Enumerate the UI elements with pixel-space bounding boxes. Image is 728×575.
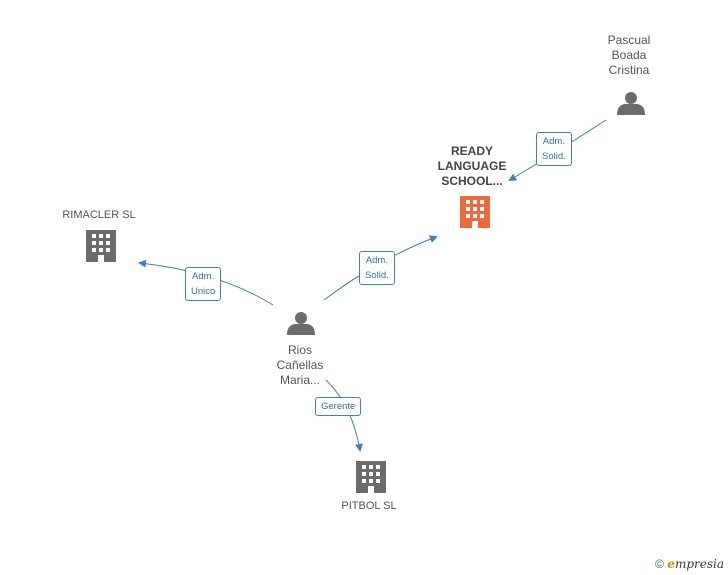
edge-label-line: Unico [191, 286, 216, 297]
node-label-text: RIMACLER SL [62, 209, 136, 221]
node-label-rios[interactable]: Rios Cañellas Maria... [260, 343, 340, 388]
edge-label-line: Gerente [321, 401, 356, 412]
node-label-line: READY [450, 144, 493, 158]
edge-label-line: Adm. [542, 136, 565, 147]
edge-label-line: Adm. [192, 271, 215, 282]
node-label-line: Cristina [608, 63, 650, 77]
edge-label-rios-pitbol[interactable]: Gerente [315, 397, 362, 416]
node-label-rimacler[interactable]: RIMACLER SL [44, 208, 154, 223]
node-label-pitbol[interactable]: PITBOL SL [319, 499, 419, 514]
node-label-line: Rios [287, 343, 312, 357]
brand-logo: empresia [667, 557, 724, 571]
edge-label-line: Adm. [365, 255, 388, 266]
node-label-line: SCHOOL... [441, 174, 503, 188]
node-label-line: Maria... [279, 373, 320, 387]
edge-label-rios-ready[interactable]: Adm. Solid. [359, 251, 395, 285]
building-icon[interactable] [460, 196, 490, 228]
node-label-text: PITBOL SL [341, 500, 397, 512]
person-icon[interactable] [617, 92, 645, 115]
building-icon[interactable] [356, 461, 386, 493]
node-label-line: Cañellas [276, 358, 324, 372]
node-label-ready[interactable]: READY LANGUAGE SCHOOL... [422, 144, 522, 189]
edge-label-pascual-ready[interactable]: Adm. Solid. [536, 132, 572, 166]
edge-label-line: Solid. [542, 151, 566, 162]
person-icon[interactable] [287, 312, 315, 335]
edge-label-rios-rimacler[interactable]: Adm. Unico [185, 267, 222, 301]
node-label-line: Pascual [607, 33, 651, 47]
building-icon[interactable] [86, 230, 116, 262]
node-label-line: Boada [611, 48, 647, 62]
footer-copyright[interactable]: © empresia [655, 557, 724, 571]
edge-label-line: Solid. [365, 270, 389, 281]
node-label-line: LANGUAGE [437, 159, 507, 173]
node-label-pascual[interactable]: Pascual Boada Cristina [589, 33, 669, 78]
copyright-symbol: © [655, 557, 664, 571]
